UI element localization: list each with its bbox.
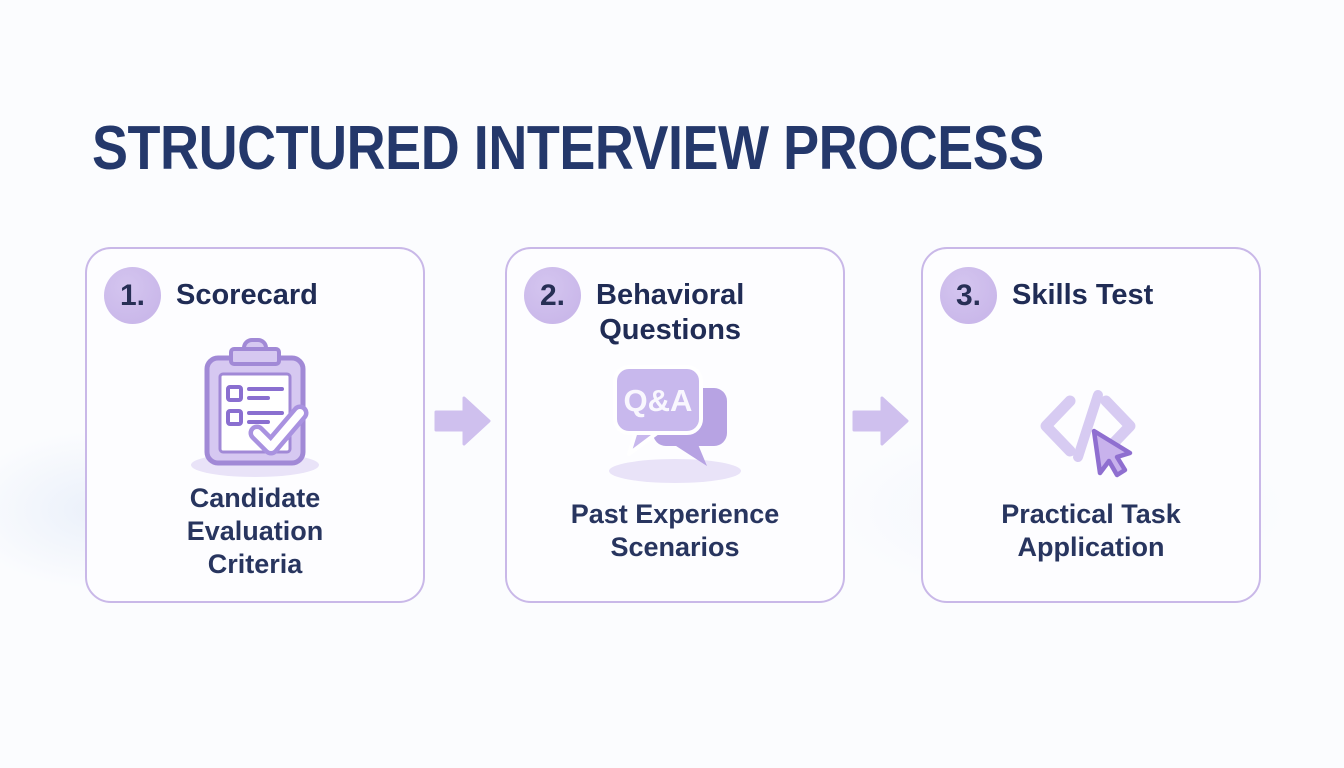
flow-arrow-icon [852,396,909,446]
page-title: STRUCTURED INTERVIEW PROCESS [92,114,1044,183]
step-number-badge: 1. [104,267,161,324]
step-number-badge: 2. [524,267,581,324]
code-cursor-icon [1040,390,1136,478]
card-header: 3. Skills Test [940,267,1153,324]
flow-arrow-icon [434,396,491,446]
icon-container: Q&A [507,362,843,478]
step-card-behavioral-questions: 2. Behavioral Questions Q&A Past Experie… [505,247,845,603]
card-header: 1. Scorecard [104,267,318,324]
step-card-skills-test: 3. Skills Test Practical Task Applicatio… [921,247,1261,603]
step-description: Candidate Evaluation Criteria [186,483,324,579]
step-title: Behavioral Questions [596,279,745,346]
qa-bubble-label: Q&A [624,383,693,418]
clipboard-checklist-icon [204,338,309,466]
card-header: 2. Behavioral Questions [524,267,744,348]
icon-shadow [609,459,741,483]
icon-container [87,337,423,469]
step-card-scorecard: 1. Scorecard [85,247,425,603]
icon-container [923,387,1259,487]
qa-speech-bubbles-icon: Q&A [613,365,727,466]
step-description: Practical Task Application [1001,499,1181,562]
step-title: Scorecard [176,279,318,311]
step-number-badge: 3. [940,267,997,324]
step-title: Skills Test [1012,279,1154,311]
step-description: Past Experience Scenarios [570,499,780,562]
